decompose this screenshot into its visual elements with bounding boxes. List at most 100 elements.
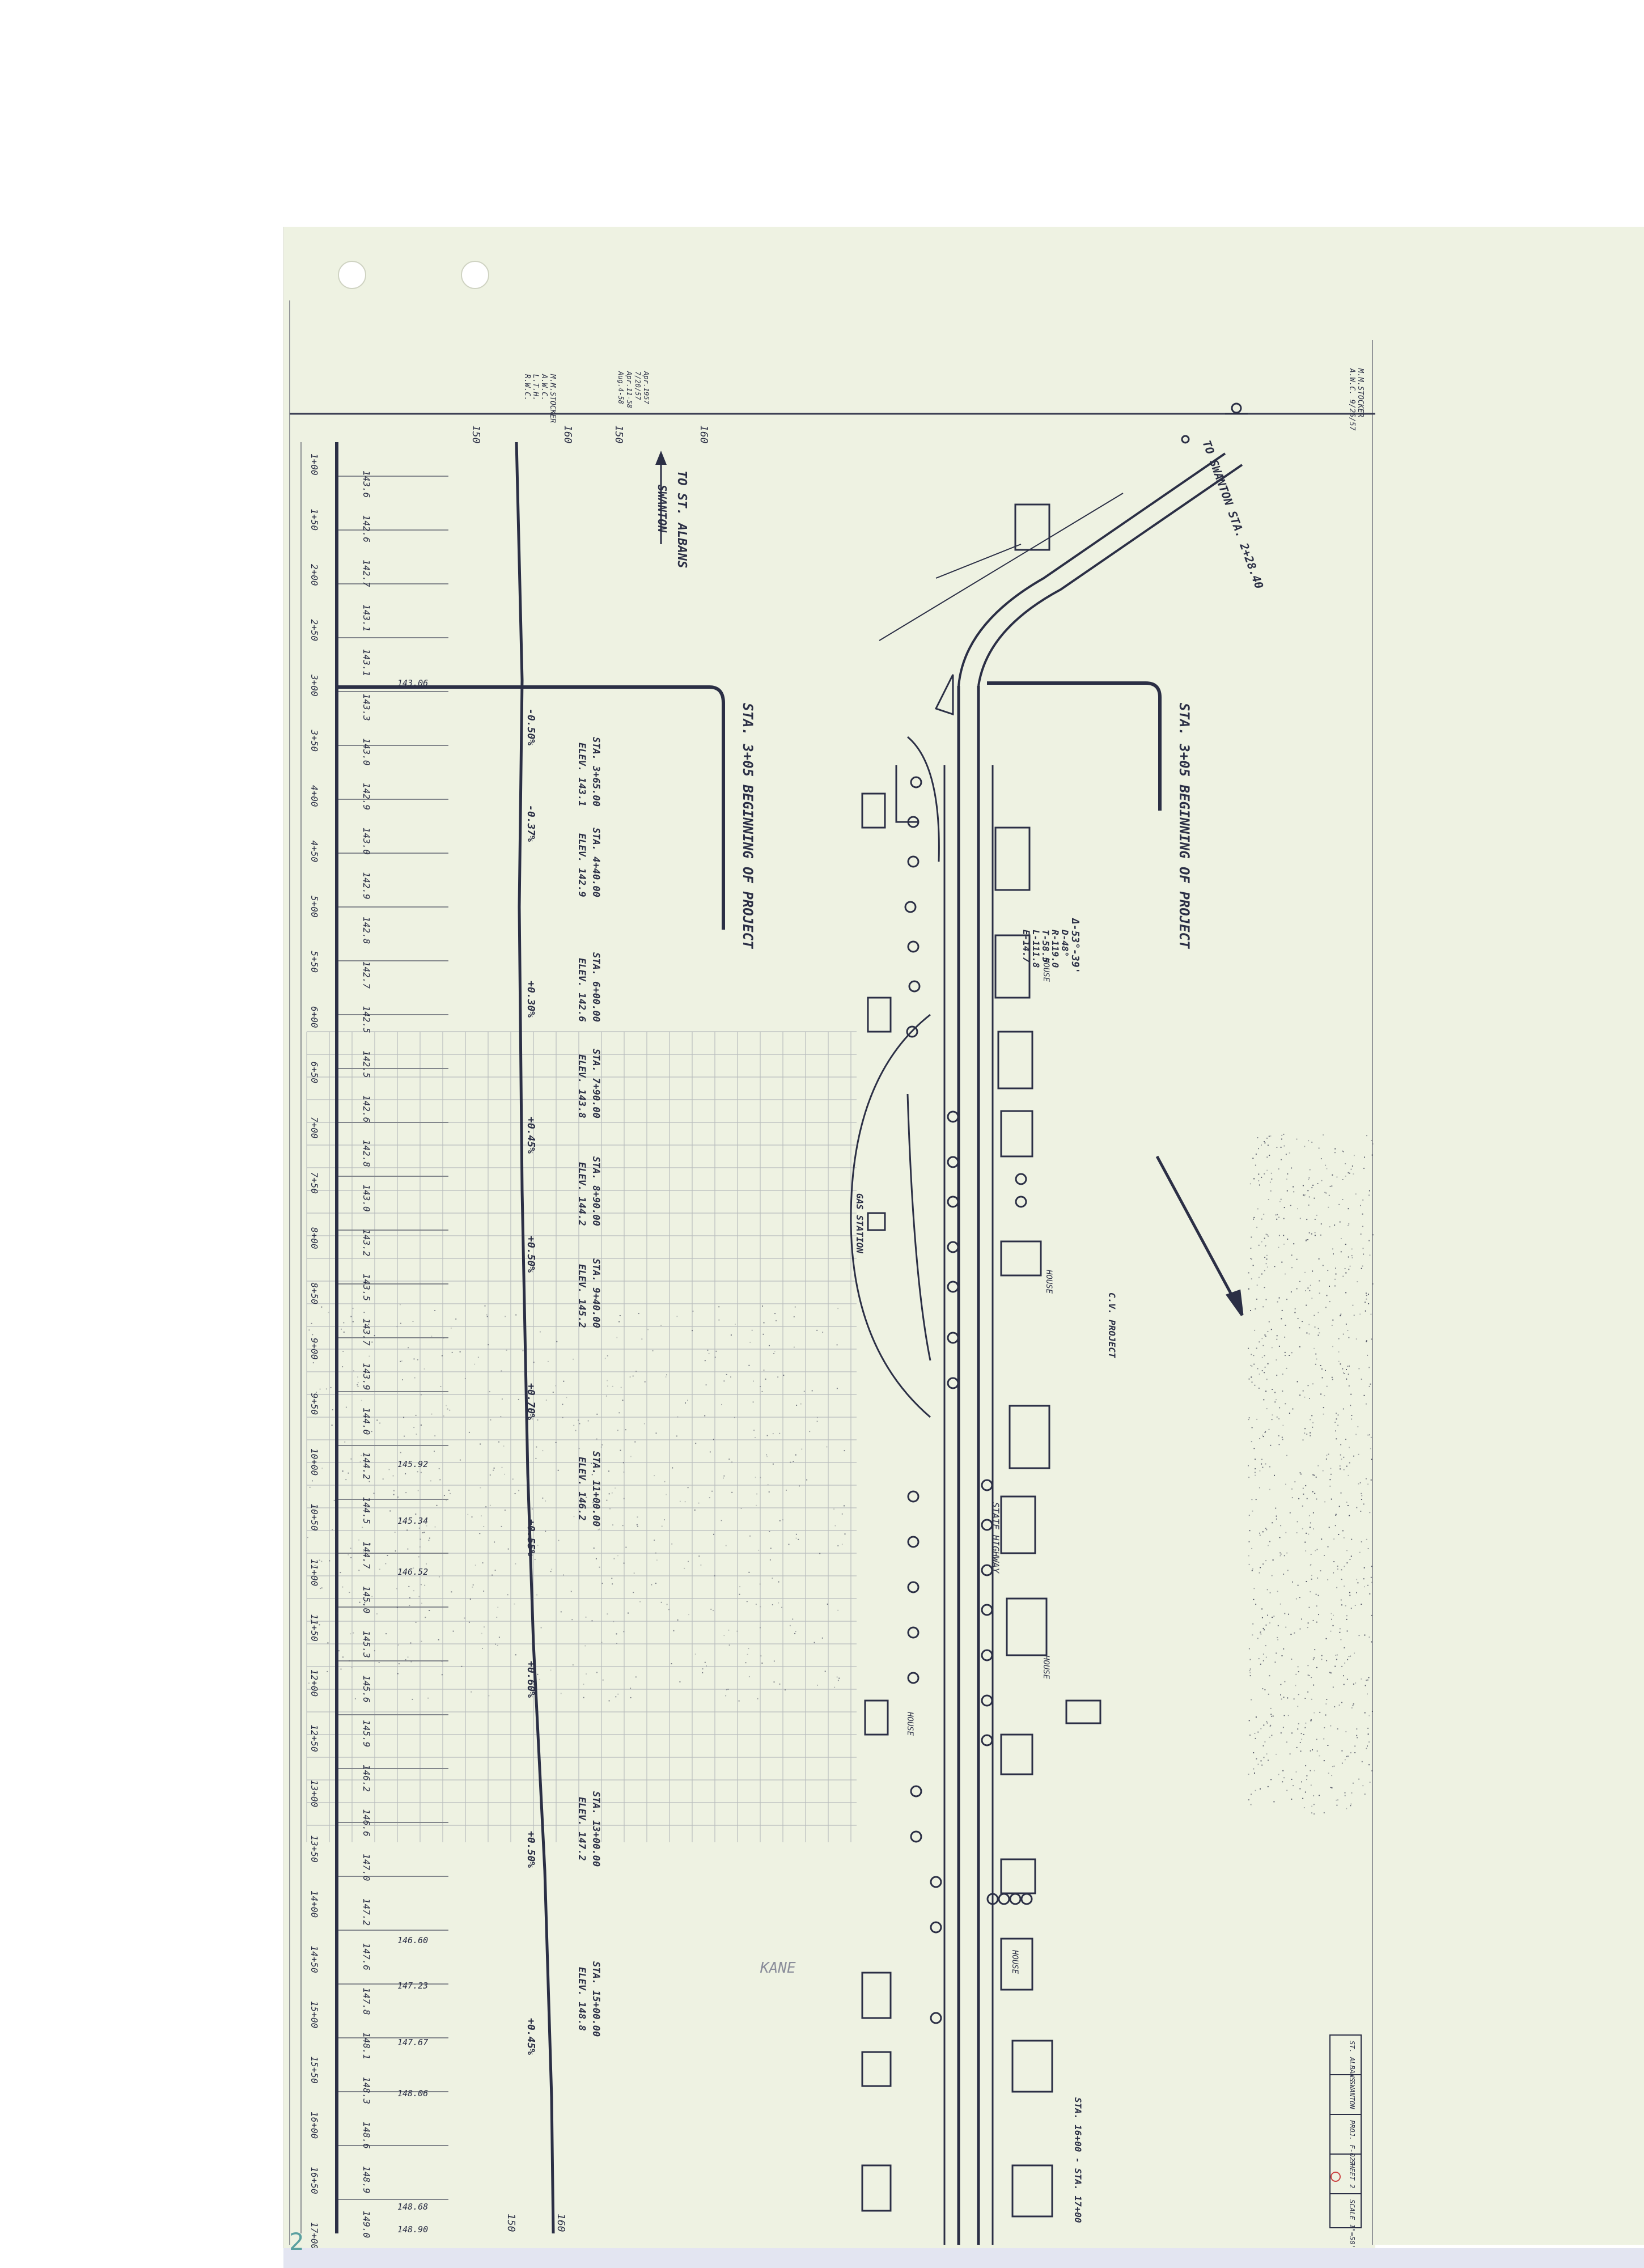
noise-dot <box>772 1433 774 1435</box>
noise-dot <box>704 1360 706 1362</box>
noise-dot <box>489 1504 491 1506</box>
noise-dot <box>800 1403 802 1405</box>
noise-dot <box>501 1370 502 1372</box>
noise-dot <box>379 1422 381 1424</box>
noise-dot <box>782 1519 783 1521</box>
noise-dot <box>803 1391 805 1392</box>
noise-dot <box>425 1617 426 1618</box>
noise-dot <box>1272 1522 1273 1524</box>
noise-dot <box>1307 1627 1308 1629</box>
noise-dot <box>1346 1618 1348 1620</box>
noise-dot <box>1291 1488 1293 1490</box>
noise-dot <box>1344 1759 1346 1761</box>
noise-dot <box>1367 1548 1369 1549</box>
noise-dot <box>1358 1483 1359 1485</box>
noise-dot <box>1333 1253 1334 1255</box>
noise-dot <box>434 1451 435 1452</box>
noise-dot <box>781 1606 782 1608</box>
noise-dot <box>1287 1173 1289 1175</box>
noise-dot <box>1308 1232 1310 1233</box>
noise-dot <box>1326 1385 1328 1387</box>
noise-dot <box>464 1617 465 1619</box>
elevation-label: 143.6 <box>361 470 372 498</box>
noise-dot <box>498 1441 499 1443</box>
noise-dot <box>1305 1550 1307 1551</box>
house-outline <box>867 997 892 1033</box>
station-label: 15+50 <box>309 2057 320 2084</box>
noise-dot <box>1282 1373 1283 1375</box>
noise-dot <box>1269 1155 1270 1156</box>
elevation-label: 149.0 <box>361 2211 372 2238</box>
noise-dot <box>1345 1323 1347 1325</box>
noise-dot <box>1286 1299 1287 1300</box>
noise-dot <box>389 1510 391 1512</box>
noise-dot <box>343 1332 345 1333</box>
noise-dot <box>655 1432 657 1434</box>
noise-dot <box>760 1655 762 1657</box>
noise-dot <box>713 1533 714 1535</box>
noise-dot <box>1342 1530 1344 1532</box>
noise-dot <box>479 1533 481 1534</box>
noise-dot <box>1248 1347 1249 1349</box>
noise-dot <box>698 1555 700 1557</box>
noise-dot <box>1340 1238 1342 1239</box>
noise-dot <box>1248 1417 1250 1419</box>
noise-dot <box>1302 1528 1303 1529</box>
noise-dot <box>1368 1240 1370 1241</box>
noise-dot <box>1248 1648 1250 1650</box>
tree-symbol <box>907 816 920 828</box>
noise-dot <box>1278 1345 1280 1347</box>
noise-dot <box>314 1565 316 1566</box>
noise-dot <box>1362 1248 1364 1249</box>
noise-dot <box>671 1543 673 1545</box>
noise-dot <box>1261 1338 1263 1339</box>
noise-dot <box>760 1606 761 1608</box>
noise-dot <box>399 1304 401 1305</box>
noise-dot <box>1251 1258 1252 1260</box>
elevation-label: 145.9 <box>361 1720 372 1747</box>
station-label: 17+00 <box>309 2222 320 2248</box>
noise-dot <box>1346 1562 1348 1564</box>
noise-dot <box>1286 1552 1288 1554</box>
noise-dot <box>1262 1531 1264 1533</box>
noise-dot <box>376 1613 378 1615</box>
noise-dot <box>1334 1665 1336 1667</box>
noise-dot <box>1308 1606 1310 1608</box>
tree-symbol <box>907 1626 920 1639</box>
noise-dot <box>1253 1355 1255 1356</box>
noise-dot <box>1255 1499 1257 1500</box>
noise-dot <box>1248 1378 1250 1380</box>
noise-dot <box>1372 1283 1374 1285</box>
noise-dot <box>1333 1538 1335 1540</box>
noise-dot <box>1326 1455 1328 1456</box>
noise-dot <box>545 1531 546 1532</box>
noise-dot <box>723 1477 724 1479</box>
noise-dot <box>677 1416 679 1418</box>
noise-dot <box>1351 1165 1353 1167</box>
noise-dot <box>1370 1576 1372 1578</box>
noise-dot <box>622 1462 624 1464</box>
noise-dot <box>1261 1176 1262 1178</box>
noise-dot <box>1327 1579 1329 1580</box>
noise-dot <box>1269 1726 1271 1727</box>
noise-dot <box>1323 1738 1325 1740</box>
noise-dot <box>1336 1804 1338 1806</box>
noise-dot <box>1312 1620 1314 1621</box>
noise-dot <box>573 1516 575 1517</box>
tree-symbol <box>947 1281 959 1293</box>
noise-dot <box>816 1329 818 1331</box>
kane-label: KANE <box>760 1960 796 1977</box>
noise-dot <box>1293 1186 1294 1188</box>
station-label: 4+00 <box>309 785 320 807</box>
noise-dot <box>472 1586 473 1588</box>
noise-dot <box>503 1445 505 1447</box>
noise-dot <box>1300 1750 1302 1752</box>
noise-dot <box>1329 1301 1331 1303</box>
noise-dot <box>1277 1591 1278 1592</box>
noise-dot <box>1315 1353 1317 1355</box>
noise-dot <box>1334 1224 1336 1226</box>
noise-dot <box>1291 1254 1293 1256</box>
noise-dot <box>1261 1463 1262 1465</box>
noise-dot <box>671 1663 672 1664</box>
noise-dot <box>515 1563 516 1565</box>
